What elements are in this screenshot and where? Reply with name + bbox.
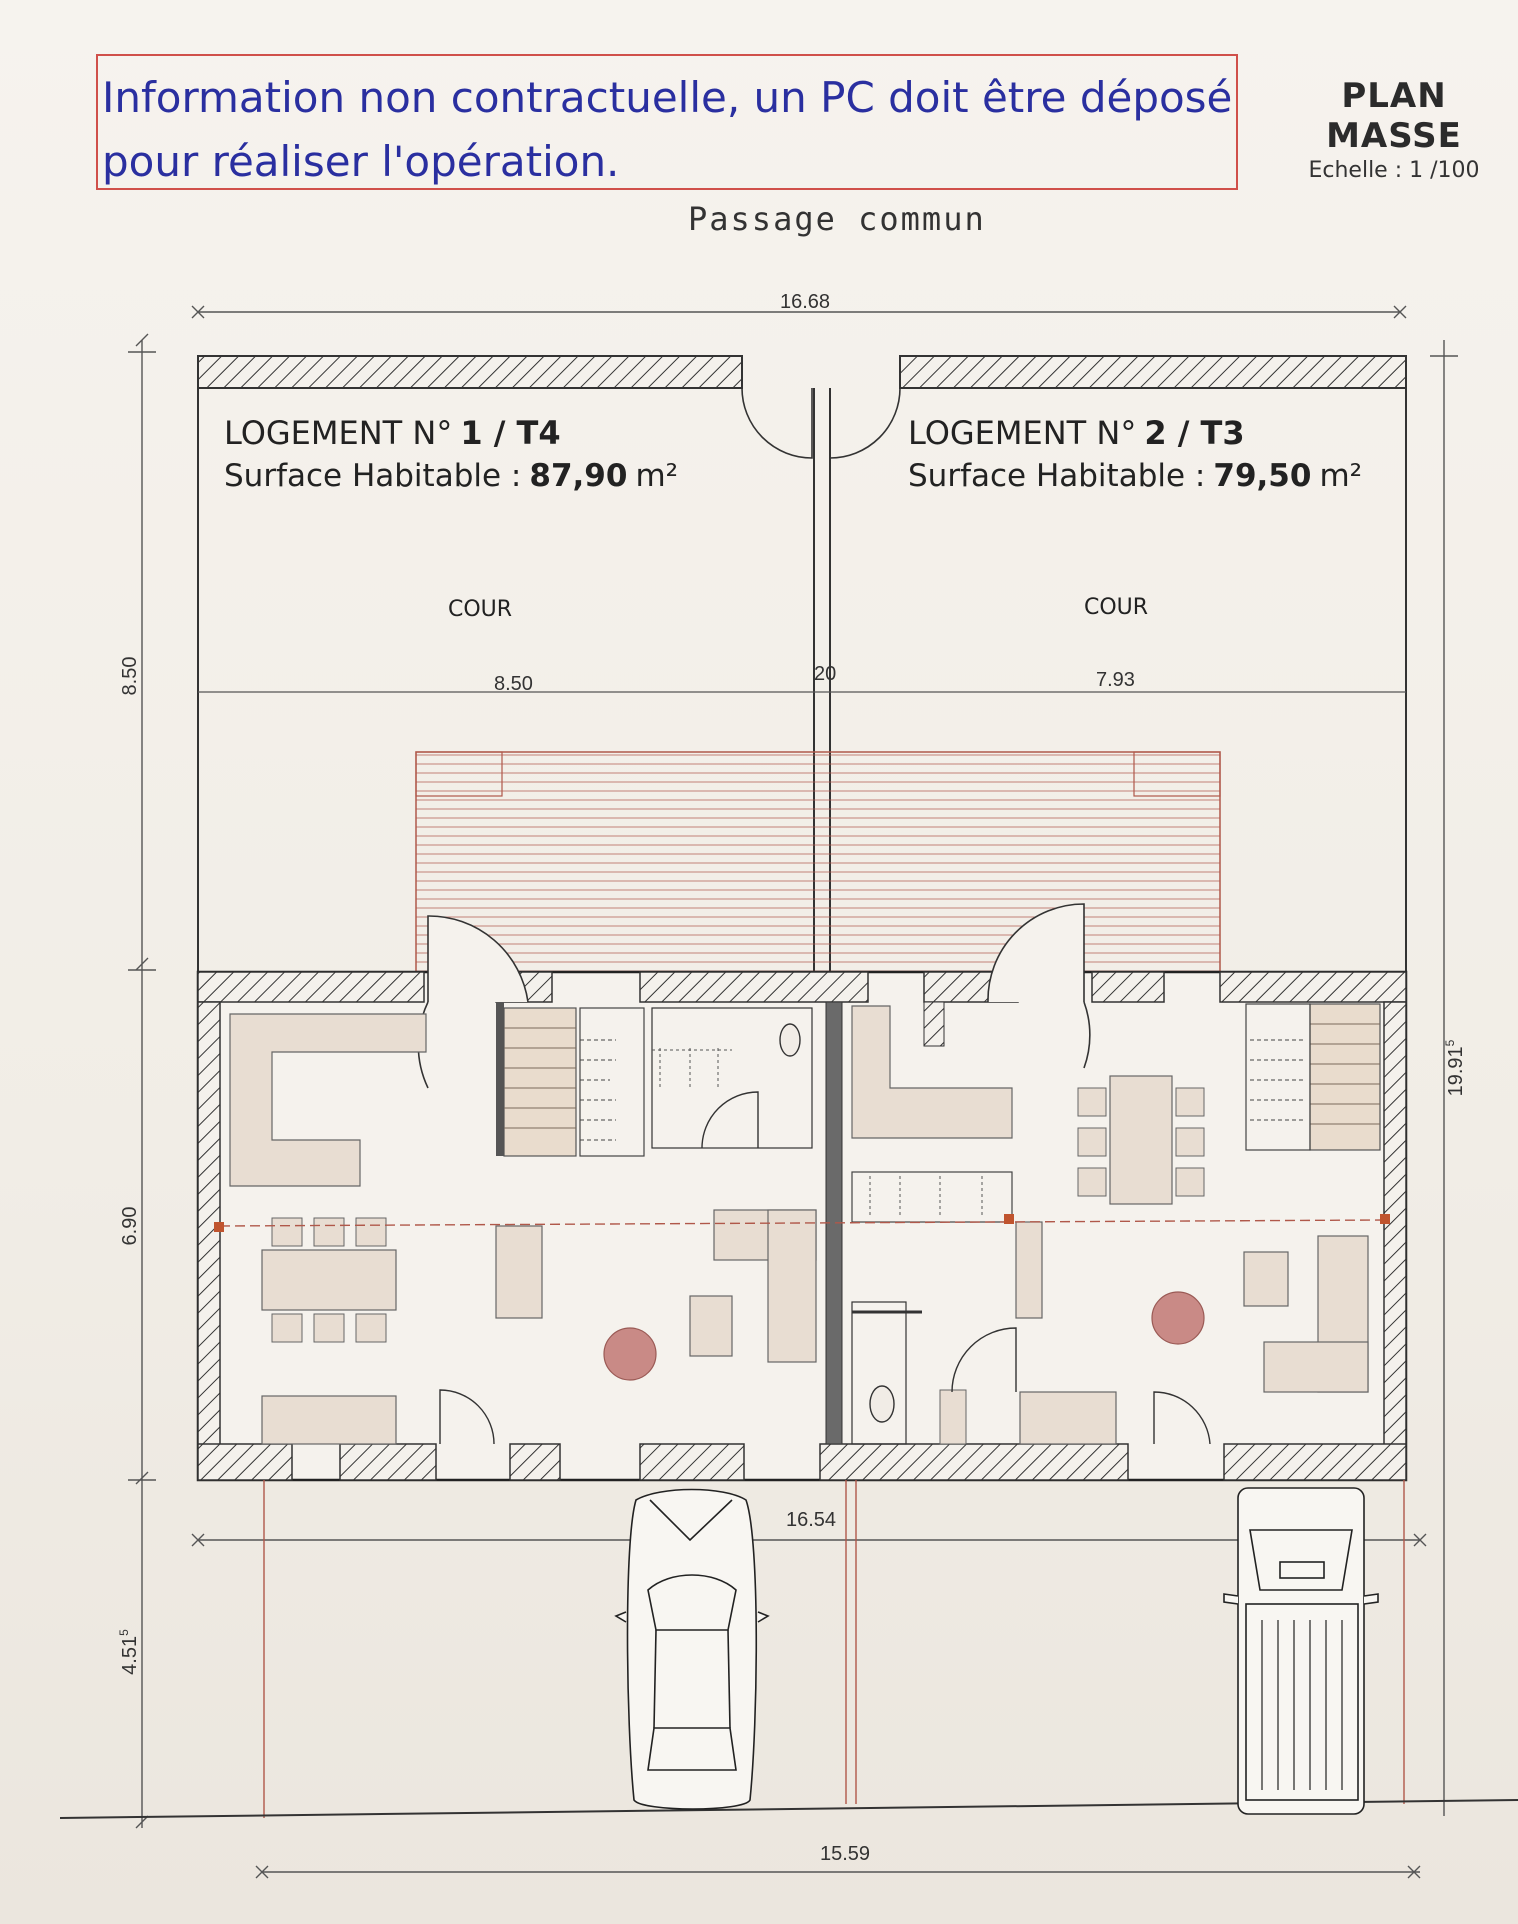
- dimension-house-width: [191, 1533, 1427, 1547]
- disclaimer-box: Information non contractuelle, un PC doi…: [96, 54, 1238, 190]
- staircase-unit2: [1245, 1003, 1381, 1151]
- terrace-decking: [415, 751, 1221, 973]
- entry-door-unit1: [439, 1389, 495, 1445]
- dim-parking-width: 15.59: [820, 1843, 870, 1865]
- gate-door-unit2: [829, 387, 901, 459]
- dim-court1-width: 8.50: [494, 673, 533, 695]
- unit2-court-label: COUR: [1084, 595, 1148, 620]
- staircase-unit1: [503, 1007, 645, 1157]
- plan-title: PLAN MASSE: [1326, 76, 1462, 156]
- front-wall-unit2: [899, 355, 1407, 389]
- sideboard-unit2: [1019, 1391, 1117, 1445]
- dining-table-unit1: [261, 1217, 397, 1343]
- plant-unit2: [1151, 1291, 1205, 1345]
- storage-unit2: [939, 1389, 967, 1445]
- dimension-top: [191, 305, 1407, 319]
- passage-label: Passage commun: [688, 200, 986, 238]
- sofa-unit1: [689, 1209, 817, 1363]
- wc-unit2: [851, 1301, 922, 1445]
- sideboard-unit1: [261, 1395, 397, 1445]
- tv-unit-unit1: [495, 1225, 543, 1319]
- terrace-door-unit2: [987, 903, 1085, 1003]
- entry-door-unit2: [1153, 1391, 1211, 1445]
- unit1-heading: LOGEMENT N°1 / T4: [224, 414, 561, 452]
- car-sedan: [614, 1488, 770, 1810]
- terrace-door-unit1: [427, 915, 529, 1003]
- interior-door-unit2: [951, 1327, 1017, 1393]
- beam-anchor-right: [1380, 1214, 1390, 1224]
- unit2-heading: LOGEMENT N°2 / T3: [908, 414, 1245, 452]
- dimension-left-vertical: [128, 333, 156, 1829]
- beam-anchor-mid: [1004, 1214, 1014, 1224]
- dim-wall-gap: 20: [814, 663, 836, 685]
- dim-court2-width: 7.93: [1096, 669, 1135, 691]
- car-pickup: [1223, 1487, 1379, 1815]
- terrace-step-right: [1133, 751, 1221, 797]
- dim-house-depth: 6.90: [119, 1207, 141, 1246]
- dim-house-width: 16.54: [786, 1509, 836, 1531]
- front-wall-unit1: [197, 355, 743, 389]
- sofa-unit2: [1263, 1235, 1369, 1393]
- beam-anchor-left: [214, 1222, 224, 1232]
- dim-total-width-top: 16.68: [780, 291, 830, 313]
- dim-court-depth: 8.50: [119, 657, 141, 696]
- unit1-court-label: COUR: [448, 597, 512, 622]
- dining-table-unit2: [1077, 1075, 1205, 1205]
- dimension-right-vertical: [1430, 340, 1458, 1816]
- gate-door-unit1: [741, 387, 813, 459]
- terrace-door-swing-unit2: [1083, 1001, 1091, 1069]
- terrace-step-left: [415, 751, 503, 797]
- dimension-parking-width: [255, 1865, 1421, 1879]
- armchair-unit2: [1243, 1251, 1289, 1307]
- plan-scale: Echelle : 1 /100: [1308, 158, 1480, 183]
- parking-lines: [263, 1480, 1405, 1818]
- kitchen-counter-unit1: [229, 1013, 427, 1187]
- plant-unit1: [603, 1327, 657, 1381]
- kitchen-counter-unit2: [851, 1005, 1013, 1139]
- disclaimer-line-1: Information non contractuelle, un PC doi…: [102, 73, 1233, 122]
- dim-parking-depth: 4.515: [117, 1629, 141, 1675]
- disclaimer-line-2: pour réaliser l'opération.: [102, 137, 620, 186]
- wc-unit1: [651, 1007, 813, 1149]
- tv-unit-unit2: [1015, 1221, 1043, 1319]
- dim-total-depth: 19.915: [1443, 1039, 1467, 1096]
- plan-title-block: PLAN MASSE Echelle : 1 /100: [1284, 76, 1504, 183]
